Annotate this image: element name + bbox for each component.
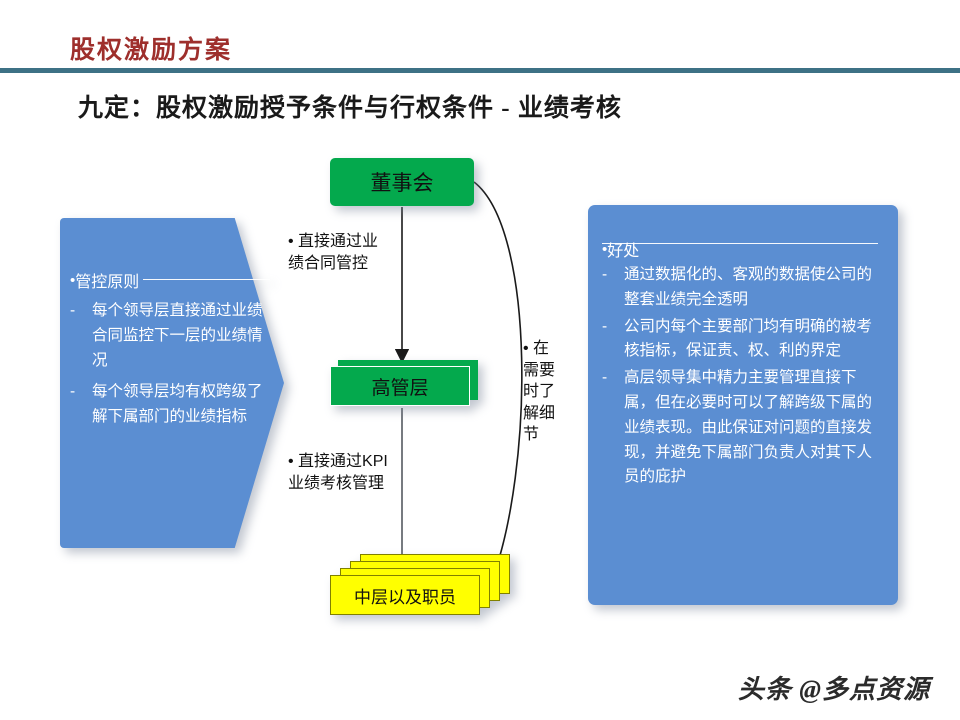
list-item: - 高层领导集中精力主要管理直接下属，但在必要时可以了解跨级下属的业绩表现。由此… — [602, 366, 882, 490]
header-divider — [0, 68, 960, 73]
left-callout-heading: 管控原则 — [75, 274, 140, 291]
dash-marker: - — [602, 369, 608, 387]
benefits-callout: • 好处 - 通过数据化的、客观的数据使公司的整套业绩完全透明 - 公司内每个主… — [588, 205, 898, 605]
bullet-icon: • — [70, 271, 76, 289]
governance-principles-callout: • 管控原则 - 每个领导层直接通过业绩合同监控下一层的业绩情况 - 每个领导层… — [60, 218, 284, 548]
watermark: 头条 @多点资源 — [737, 675, 930, 704]
brand-title: 股权激励方案 — [70, 37, 233, 64]
node-middle-and-staff[interactable]: 中层以及职员 — [330, 554, 510, 616]
node-executive-layer-label: 高管层 — [330, 366, 470, 406]
heading-underline — [143, 278, 270, 280]
list-item-text: 高层领导集中精力主要管理直接下属，但在必要时可以了解跨级下属的业绩表现。由此保证… — [624, 369, 873, 486]
benefits-top-rule — [602, 243, 878, 244]
node-middle-and-staff-label: 中层以及职员 — [330, 575, 480, 615]
annotation-kpi-management: • 直接通过KPI业绩考核管理 — [288, 453, 388, 493]
callout-shape-left — [60, 218, 284, 548]
list-item-text: 通过数据化的、客观的数据使公司的整套业绩完全透明 — [624, 266, 873, 308]
dash-marker: - — [602, 266, 608, 283]
arrow-board-to-staff-curve — [473, 181, 523, 586]
list-item: - 每个领导层均有权跨级了解下属部门的业绩指标 — [70, 379, 270, 429]
list-item: - 公司内每个主要部门均有明确的被考核指标，保证责、权、利的界定 — [602, 315, 882, 365]
list-item-text: 公司内每个主要部门均有明确的被考核指标，保证责、权、利的界定 — [624, 317, 873, 360]
bullet-icon: • — [602, 240, 608, 258]
left-callout-heading-row: • 管控原则 — [70, 268, 270, 292]
right-callout-heading: 好处 — [607, 243, 640, 260]
dash-marker: - — [70, 383, 76, 401]
page-title: 九定：股权激励授予条件与行权条件 - 业绩考核 — [78, 95, 622, 122]
dash-marker: - — [70, 302, 76, 319]
list-item-text: 每个领导层直接通过业绩合同监控下一层的业绩情况 — [92, 302, 263, 370]
list-item: - 通过数据化的、客观的数据使公司的整套业绩完全透明 — [602, 263, 882, 313]
list-item-text: 每个领导层均有权跨级了解下属部门的业绩指标 — [92, 383, 263, 426]
right-callout-heading-row: • 好处 — [602, 237, 882, 261]
dash-marker: - — [602, 317, 608, 335]
annotation-detail-on-demand: • 在需要时了解细节 — [523, 340, 556, 444]
list-item: - 每个领导层直接通过业绩合同监控下一层的业绩情况 — [70, 298, 270, 373]
node-board-of-directors[interactable]: 董事会 — [330, 158, 474, 206]
annotation-contract-control: • 直接通过业绩合同管控 — [288, 233, 379, 273]
node-executive-layer[interactable]: 高管层 — [330, 360, 478, 406]
